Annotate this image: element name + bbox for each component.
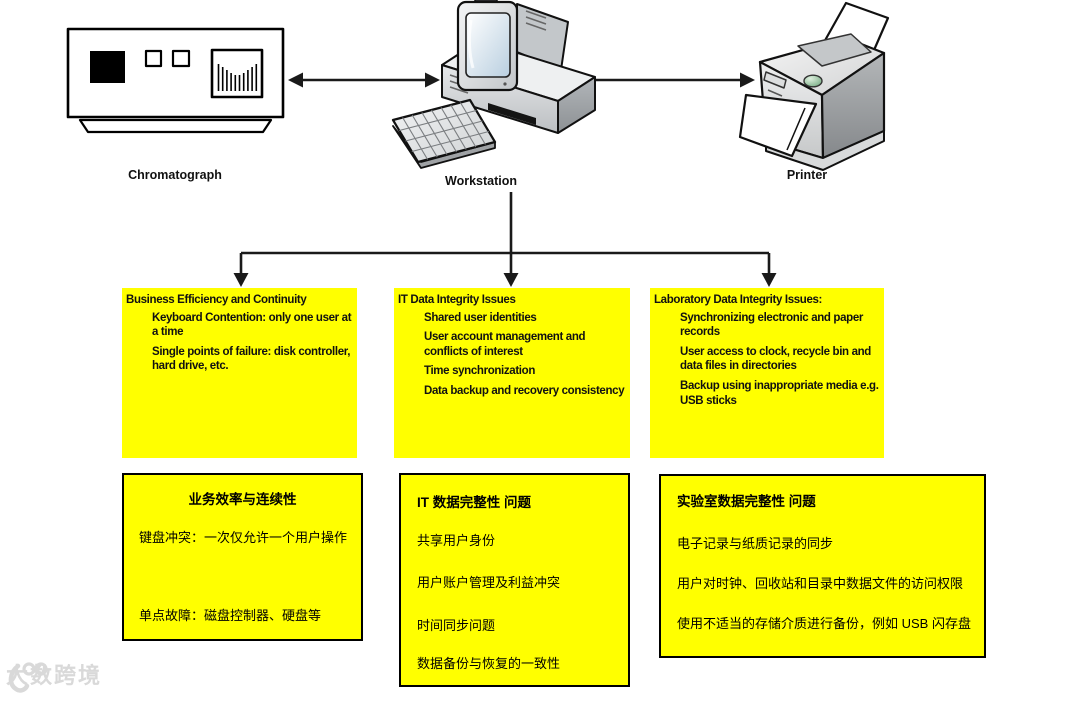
- translation-line: 数据备份与恢复的一致性: [417, 656, 561, 671]
- chromatograph-icon: [66, 27, 285, 134]
- watermark-logo-icon: [8, 662, 48, 693]
- printer-power-button: [803, 74, 823, 88]
- translation-box-title: 业务效率与连续性: [188, 492, 297, 507]
- topic-box-lab-data-integrity: Laboratory Data Integrity Issues: Synchr…: [650, 288, 884, 458]
- topic-box-item: Single points of failure: disk controlle…: [152, 345, 351, 373]
- topic-box-title: Business Efficiency and Continuity: [126, 294, 307, 306]
- translation-line: 共享用户身份: [417, 533, 496, 548]
- translation-line: 单点故障：磁盘控制器、硬盘等: [139, 608, 322, 623]
- watermark: 大数跨境: [6, 658, 103, 693]
- topic-box-item: Data backup and recovery consistency: [424, 384, 625, 397]
- topic-box-title: IT Data Integrity Issues: [398, 294, 516, 306]
- translation-box-business-efficiency: 业务效率与连续性 键盘冲突：一次仅允许一个用户操作 单点故障：磁盘控制器、硬盘等: [122, 473, 363, 641]
- translation-box-title: 实验室数据完整性 问题: [677, 494, 816, 509]
- keyboard-keys: [399, 102, 489, 160]
- chromatograph-label: Chromatograph: [128, 168, 222, 182]
- branch-connector: [233, 192, 777, 287]
- translation-line: 电子记录与纸质记录的同步: [677, 536, 834, 551]
- arrow-chromatograph-workstation: [288, 72, 440, 88]
- translation-line: 用户账户管理及利益冲突: [417, 575, 561, 590]
- printer-icon: [738, 1, 890, 171]
- watermark-text: 大数跨境: [6, 663, 103, 688]
- topic-box-item: Backup using inappropriate media e.g. US…: [680, 379, 879, 407]
- topic-box-item: Time synchronization: [424, 365, 536, 378]
- translation-line: 用户对时钟、回收站和目录中数据文件的访问权限: [677, 576, 964, 591]
- topic-box-it-data-integrity: IT Data Integrity Issues Shared user ide…: [394, 288, 630, 458]
- translation-box-lab-data-integrity: 实验室数据完整性 问题 电子记录与纸质记录的同步 用户对时钟、回收站和目录中数据…: [659, 474, 986, 658]
- topic-box-item: Shared user identities: [424, 311, 537, 324]
- translation-line: 键盘冲突：一次仅允许一个用户操作: [139, 530, 348, 545]
- translation-line: 使用不适当的存储介质进行备份，例如 USB 闪存盘: [677, 616, 971, 631]
- translation-box-title: IT 数据完整性 问题: [417, 495, 531, 510]
- topic-box-item: Keyboard Contention: only one user at a …: [152, 311, 352, 339]
- workstation-icon: [391, 0, 596, 169]
- translation-box-it-data-integrity: IT 数据完整性 问题 共享用户身份 用户账户管理及利益冲突 时间同步问题 数据…: [399, 473, 630, 687]
- topic-box-title: Laboratory Data Integrity Issues:: [654, 294, 823, 306]
- topic-box-item: User access to clock, recycle bin and da…: [680, 345, 871, 373]
- translation-line: 时间同步问题: [417, 618, 496, 633]
- topic-box-item: Synchronizing electronic and paper recor…: [680, 311, 863, 339]
- topic-box-item: User account management and conflicts of…: [424, 331, 586, 358]
- workstation-label: Workstation: [445, 174, 517, 188]
- printer-label: Printer: [786, 168, 828, 182]
- chromatogram-trace: [217, 64, 258, 91]
- topic-box-business-efficiency: Business Efficiency and Continuity Keybo…: [122, 288, 357, 458]
